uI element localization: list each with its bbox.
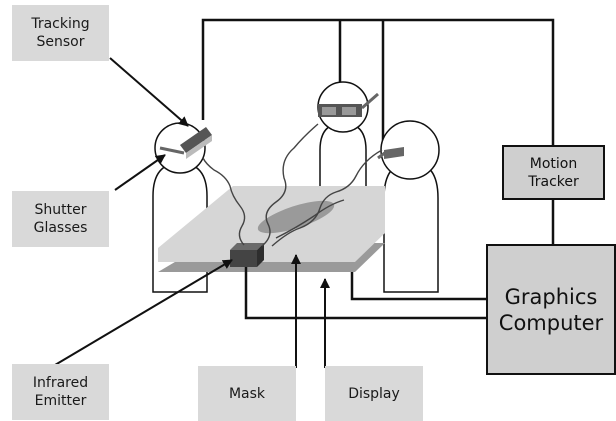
glasses-right bbox=[377, 147, 404, 160]
shutter-glasses-text: Shutter Glasses bbox=[33, 202, 88, 236]
graphics-computer-box: Graphics Computer bbox=[486, 244, 616, 375]
glasses-middle bbox=[318, 92, 379, 117]
mask-text: Mask bbox=[228, 385, 266, 402]
infrared-emitter-text: Infrared Emitter bbox=[32, 375, 89, 409]
infrared-emitter-block bbox=[230, 243, 264, 267]
motion-tracker-text: Motion Tracker bbox=[528, 155, 579, 190]
tracking-sensor-text: Tracking Sensor bbox=[31, 16, 90, 50]
display-label: Display bbox=[325, 366, 423, 421]
display-text: Display bbox=[348, 385, 400, 402]
graphics-computer-text: Graphics Computer bbox=[498, 284, 604, 335]
computer-cables bbox=[244, 267, 486, 320]
shutter-glasses-label: Shutter Glasses bbox=[12, 191, 109, 247]
infrared-emitter-label: Infrared Emitter bbox=[12, 364, 109, 420]
callout-arrows bbox=[54, 57, 330, 368]
person-right bbox=[380, 120, 440, 293]
glasses-left bbox=[159, 127, 212, 159]
person-middle bbox=[317, 81, 369, 191]
motion-tracker-box: Motion Tracker bbox=[502, 145, 605, 200]
mask-label: Mask bbox=[198, 366, 296, 421]
infrared-signals bbox=[202, 123, 383, 247]
tracking-sensor-label: Tracking Sensor bbox=[12, 5, 109, 61]
virtual-object bbox=[257, 200, 335, 234]
